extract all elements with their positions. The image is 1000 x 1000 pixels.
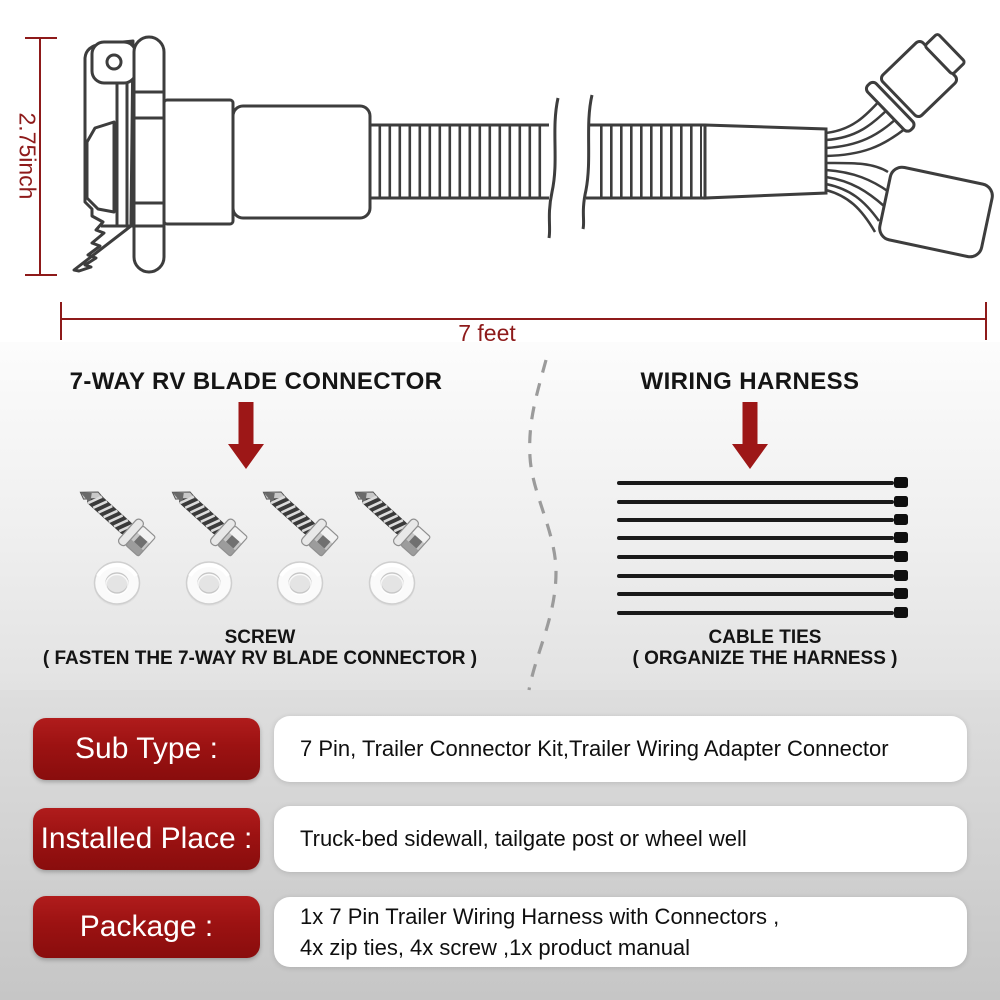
corrugated-tube [370, 94, 828, 239]
down-arrow-icon [732, 402, 768, 469]
spec-label-installed-place: Installed Place : [33, 808, 260, 870]
cable-tie [617, 477, 908, 488]
screws-and-washers [71, 476, 434, 608]
dimension-lines [25, 37, 987, 340]
cable-tie [617, 496, 908, 507]
washer-image [92, 560, 142, 608]
end-connector-bottom [878, 165, 994, 259]
cable-tie [617, 532, 908, 543]
spec-value-text: Truck-bed sidewall, tailgate post or whe… [300, 826, 747, 851]
cable-ties-caption-subtitle: ( ORGANIZE THE HARNESS ) [632, 648, 898, 669]
harness-technical-drawing [25, 33, 994, 340]
screw-image [346, 476, 434, 560]
cable-tie [617, 551, 908, 562]
wire-bundle [825, 97, 907, 233]
spec-value-text: 7 Pin, Trailer Connector Kit,Trailer Wir… [300, 736, 889, 761]
cable-ties-caption-title: CABLE TIES [708, 627, 822, 648]
spec-value-line1: 1x 7 Pin Trailer Wiring Harness with Con… [300, 904, 780, 929]
spec-value-package: 1x 7 Pin Trailer Wiring Harness with Con… [274, 897, 967, 967]
screw-caption-title: SCREW [224, 627, 296, 648]
left-column-title: 7-WAY RV BLADE CONNECTOR [69, 368, 443, 395]
down-arrow-icon [228, 402, 264, 469]
right-column-title: WIRING HARNESS [640, 368, 860, 395]
spec-value-installed-place: Truck-bed sidewall, tailgate post or whe… [274, 806, 967, 872]
connector-bracket [72, 39, 138, 273]
dashed-divider [527, 359, 558, 691]
cable-tie [617, 607, 908, 618]
end-connector-top [864, 33, 966, 133]
washer-image [275, 560, 325, 608]
screw-image [163, 476, 251, 560]
screw-caption-subtitle: ( FASTEN THE 7-WAY RV BLADE CONNECTOR ) [42, 648, 478, 669]
spec-value-line2: 4x zip ties, 4x screw ,1x product manual [300, 935, 691, 960]
cable-tie [617, 514, 908, 525]
washer-image [184, 560, 234, 608]
length-dimension-label: 7 feet [458, 320, 516, 346]
middle-section-background [0, 342, 1000, 690]
washer-image [367, 560, 417, 608]
screw-image [71, 476, 159, 560]
spec-label-sub-type: Sub Type : [33, 718, 260, 780]
cable-tie [617, 570, 908, 581]
screw-image [254, 476, 342, 560]
spec-value-sub-type: 7 Pin, Trailer Connector Kit,Trailer Wir… [274, 716, 967, 782]
cable-tie [617, 588, 908, 599]
connector-body [132, 35, 372, 274]
spec-label-package: Package : [33, 896, 260, 958]
